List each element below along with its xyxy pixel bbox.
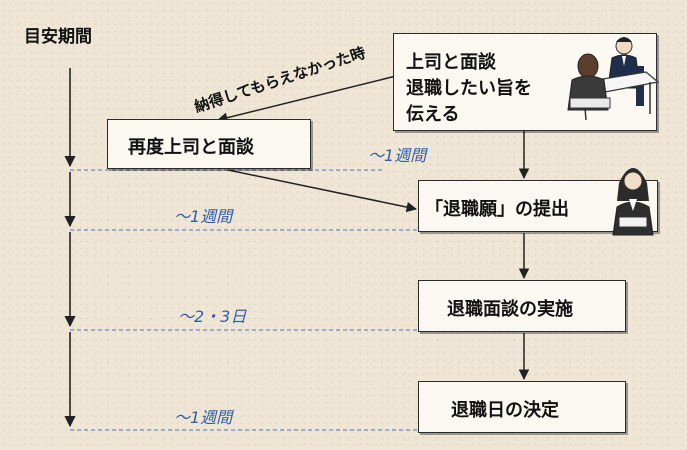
arrow-not-convinced bbox=[216, 75, 397, 123]
duration-label-3: ～2・3日 bbox=[178, 307, 247, 326]
step-talk-boss-line3: 伝える bbox=[406, 104, 460, 125]
step-interview: 退職面談の実施 bbox=[418, 280, 626, 332]
duration-label-1: ～1週間 bbox=[368, 146, 427, 165]
step-talk-boss-line2: 退職したい旨を bbox=[406, 78, 532, 99]
meeting-illustration-icon bbox=[567, 37, 660, 121]
step-interview-label: 退職面談の実施 bbox=[447, 299, 573, 320]
step-talk-boss-line1: 上司と面談 bbox=[406, 52, 496, 73]
businesswoman-icon bbox=[612, 168, 654, 236]
step-decide-label: 退職日の決定 bbox=[451, 400, 559, 421]
step-talk-again: 再度上司と面談 bbox=[107, 119, 311, 169]
step-submit-resignation: 「退職願」の提出 bbox=[418, 168, 658, 236]
step-submit-label: 「退職願」の提出 bbox=[425, 199, 569, 220]
step-decide-date: 退職日の決定 bbox=[418, 381, 626, 433]
duration-label-2: ～1週間 bbox=[174, 207, 233, 226]
timeline-title: 目安期間 bbox=[24, 27, 92, 47]
step-talk-boss: 上司と面談 退職したい旨を 伝える bbox=[393, 33, 660, 131]
step-talk-again-label: 再度上司と面談 bbox=[128, 137, 254, 158]
duration-label-4: ～1週間 bbox=[174, 408, 233, 427]
arrow-again-to-submit bbox=[227, 169, 418, 213]
